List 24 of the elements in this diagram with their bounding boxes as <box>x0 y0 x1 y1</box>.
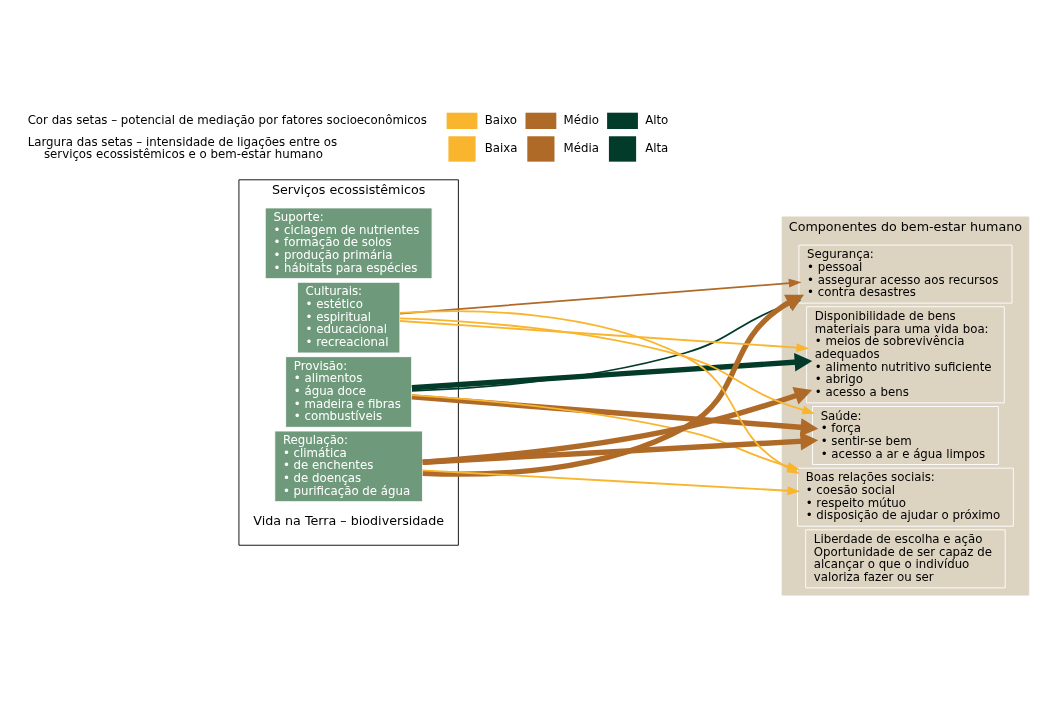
legend-label: Média <box>563 141 599 156</box>
arrow <box>422 387 813 465</box>
legend-label: Baixa <box>484 141 518 156</box>
label: Cor das setas – potencial de mediação por fatores socioeconômicos <box>27 112 427 127</box>
node-box: Boas relações sociais: • coesão social • respeito mútuo • disposição de ajudar o próximo <box>797 467 1014 527</box>
arrow <box>421 469 801 496</box>
legend-label: Médio <box>563 112 599 127</box>
arrow <box>422 432 819 465</box>
node-box: Provisão: • alimentos • água doce • madeira e fibras • combustíveis <box>285 356 413 428</box>
node-box: Segurança: • pessoal • assegurar acesso aos recursos • contra desastres <box>798 244 1013 304</box>
arrow <box>411 352 813 391</box>
arrow <box>411 394 819 437</box>
node-box: Culturais: • estético • espiritual • educacional • recreacional <box>296 281 401 354</box>
node-box: Regulação: • climática • de enchentes • de doenças • purificação de água <box>274 430 423 503</box>
node-box: Disponibilidade de bens materiais para uma vida boa: • meios de sobrevivência adequados • alimento nutritivo suficiente • abrigo • acesso a bens <box>806 306 1005 404</box>
legend-label: Alto <box>645 112 669 127</box>
arrow <box>399 317 815 415</box>
node-box: Saúde: • força • sentir-se bem • acesso a ar e água limpos <box>812 406 999 465</box>
node-box: Suporte: • ciclagem de nutrientes • formação de solos • produção primária • hábitats para espécies <box>264 207 433 280</box>
arrow <box>399 320 810 352</box>
legend-label: Alta <box>645 141 669 156</box>
legend-label: Baixo <box>484 112 518 127</box>
node-box: Liberdade de escolha e ação Oportunidade de ser capaz de alcançar o que o indivíduo valoriza fazer ou ser <box>805 529 1006 589</box>
label: Largura das setas – intensidade de ligações entre os serviços ecossistêmicos e o bem-estar humano <box>27 134 338 162</box>
